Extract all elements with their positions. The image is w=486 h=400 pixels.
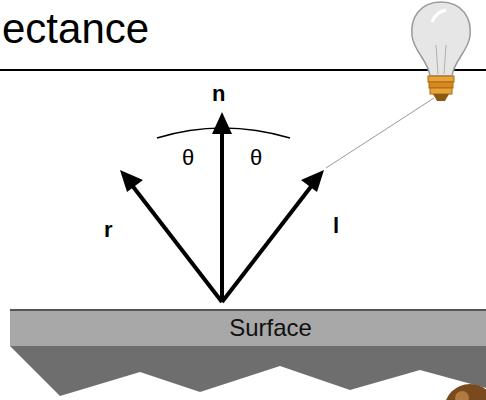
light-bulb: [412, 2, 471, 101]
title-rule: [0, 69, 486, 71]
vector-label: r: [104, 218, 113, 242]
surface-band: [10, 310, 486, 396]
surface-text: Surface: [229, 314, 312, 342]
vectors: [120, 112, 324, 302]
angle-label: θ: [182, 146, 194, 170]
ball-highlight: [455, 391, 469, 400]
vector-label: n: [212, 82, 225, 106]
surface-label-box: Surface: [223, 312, 318, 344]
light-ray: [326, 98, 434, 168]
slide-title: ectance: [2, 6, 149, 52]
angle-label: θ: [250, 146, 262, 170]
vector-label: l: [333, 214, 339, 238]
object-ball: [444, 384, 486, 400]
